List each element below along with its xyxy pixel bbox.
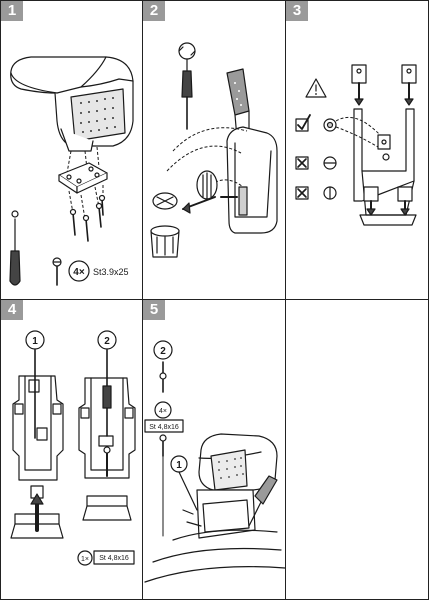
callout-2-label: 2 <box>160 346 166 357</box>
step-number-badge: 4 <box>1 300 23 320</box>
armrest-fitting-diagram: 2 4× St 4,8x16 1 <box>144 340 285 583</box>
callout-1-label: 1 <box>176 460 182 471</box>
cupholder-removal-diagram <box>150 42 278 258</box>
panel-step-1: 1 <box>0 0 143 300</box>
screw-size-label: St 4,8x16 <box>149 424 179 431</box>
screw-size-label: St 4,8x16 <box>99 555 129 562</box>
screw-quantity-label: 4× <box>159 408 167 415</box>
panel-step-5: 5 2 4× St 4,8x16 1 <box>142 299 286 600</box>
screw-quantity-label: 1× <box>81 556 89 563</box>
callout-1-label: 1 <box>32 336 38 347</box>
clip-check-diagram <box>295 64 417 226</box>
step-number-badge: 5 <box>143 300 165 320</box>
screw-size-label: St3.9x25 <box>93 267 129 277</box>
bracket-mounting-diagram: 1 2 <box>10 330 136 566</box>
panel-step-3: 3 <box>285 0 429 300</box>
callout-2-label: 2 <box>104 336 110 347</box>
panel-step-4: 4 1 2 <box>0 299 143 600</box>
panel-empty <box>285 299 429 600</box>
armrest-assembly-diagram: 4× St3.9x25 <box>9 56 134 286</box>
step-number-badge: 1 <box>1 1 23 21</box>
screw-quantity-label: 4× <box>73 267 85 278</box>
step-number-badge: 3 <box>286 1 308 21</box>
panel-step-2: 2 <box>142 0 286 300</box>
step-number-badge: 2 <box>143 1 165 21</box>
